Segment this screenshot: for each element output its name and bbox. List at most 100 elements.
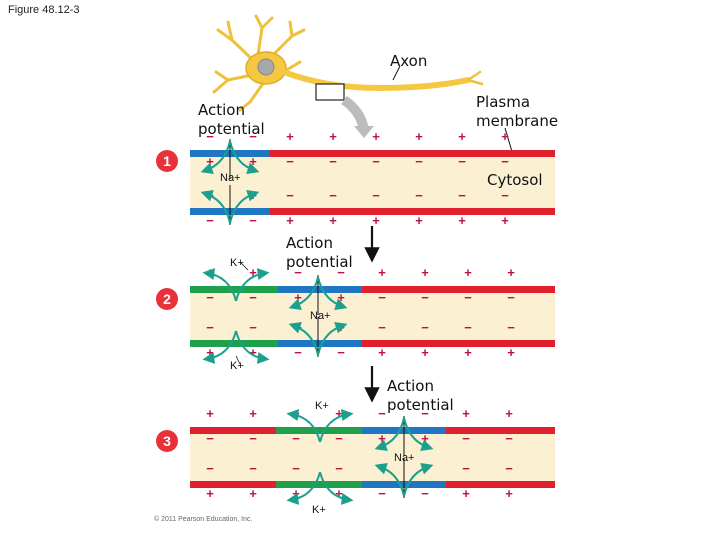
na-influx-arrow: [374, 462, 405, 497]
positive-charge: +: [378, 345, 386, 360]
k-efflux-arrow: [319, 409, 354, 443]
negative-charge: −: [206, 290, 214, 305]
negative-charge: −: [294, 345, 302, 360]
negative-charge: −: [501, 154, 509, 169]
na-influx-arrow: [200, 140, 231, 175]
positive-charge: +: [507, 345, 515, 360]
negative-charge: −: [421, 290, 429, 305]
negative-charge: −: [415, 154, 423, 169]
negative-charge: −: [458, 188, 466, 203]
negative-charge: −: [337, 345, 345, 360]
positive-charge: +: [249, 486, 257, 501]
k-efflux-arrow: [202, 330, 237, 364]
positive-charge: +: [458, 129, 466, 144]
positive-charge: +: [462, 406, 470, 421]
negative-charge: −: [294, 265, 302, 280]
negative-charge: −: [249, 290, 257, 305]
negative-charge: −: [206, 461, 214, 476]
positive-charge: +: [294, 290, 302, 305]
negative-charge: −: [337, 265, 345, 280]
positive-charge: +: [329, 129, 337, 144]
negative-charge: −: [501, 188, 509, 203]
negative-charge: −: [462, 461, 470, 476]
membrane-segment: [276, 481, 362, 488]
positive-charge: +: [421, 431, 429, 446]
positive-charge: +: [505, 486, 513, 501]
na-influx-arrow: [288, 321, 319, 356]
membrane-segment: [362, 286, 555, 293]
positive-charge: +: [206, 154, 214, 169]
positive-charge: +: [501, 129, 509, 144]
negative-charge: −: [378, 486, 386, 501]
positive-charge: +: [458, 213, 466, 228]
membrane-segment: [190, 427, 276, 434]
k-label-leader: [239, 261, 249, 271]
na-ion-label-2: Na+: [310, 310, 331, 322]
negative-charge: −: [505, 431, 513, 446]
negative-charge: −: [286, 188, 294, 203]
negative-charge: −: [206, 431, 214, 446]
k-label-leader: [235, 355, 241, 365]
negative-charge: −: [335, 461, 343, 476]
cytosol-label: Cytosol: [487, 171, 543, 189]
negative-charge: −: [249, 320, 257, 335]
negative-charge: −: [505, 461, 513, 476]
negative-charge: −: [372, 154, 380, 169]
k-ion-label-2: K+: [230, 360, 244, 372]
membrane-segment: [190, 340, 278, 347]
negative-charge: −: [464, 320, 472, 335]
na-influx-arrow: [403, 462, 434, 497]
step-badge-2: 2: [156, 288, 178, 310]
positive-charge: +: [292, 406, 300, 421]
positive-charge: +: [286, 213, 294, 228]
positive-charge: +: [505, 406, 513, 421]
positive-charge: +: [464, 345, 472, 360]
negative-charge: −: [249, 129, 257, 144]
negative-charge: −: [206, 213, 214, 228]
na-influx-arrow: [229, 189, 260, 224]
na-influx-arrow: [229, 140, 260, 175]
positive-charge: +: [421, 345, 429, 360]
negative-charge: −: [249, 431, 257, 446]
membrane-segment: [446, 427, 555, 434]
copyright-notice: © 2011 Pearson Education, Inc.: [154, 516, 253, 523]
positive-charge: +: [206, 406, 214, 421]
negative-charge: −: [421, 486, 429, 501]
k-ion-label-3: K+: [315, 400, 329, 412]
negative-charge: −: [286, 154, 294, 169]
action-potential-label-1: Action potential: [198, 101, 265, 138]
axon-label: Axon: [390, 52, 428, 70]
cytosol-band: [190, 292, 555, 340]
membrane-segment: [278, 286, 362, 293]
positive-charge: +: [249, 265, 257, 280]
negative-charge: −: [329, 188, 337, 203]
negative-charge: −: [464, 290, 472, 305]
step-badge-3: 3: [156, 430, 178, 452]
negative-charge: −: [335, 431, 343, 446]
negative-charge: −: [421, 406, 429, 421]
negative-charge: −: [421, 320, 429, 335]
negative-charge: −: [507, 320, 515, 335]
negative-charge: −: [378, 290, 386, 305]
positive-charge: +: [378, 431, 386, 446]
membrane-segment: [278, 340, 362, 347]
negative-charge: −: [329, 154, 337, 169]
k-efflux-arrow: [202, 268, 237, 302]
k-ion-label-1: K+: [230, 257, 244, 269]
na-influx-arrow: [374, 417, 405, 452]
k-efflux-arrow: [235, 268, 270, 302]
membrane-segment: [190, 286, 278, 293]
k-efflux-arrow: [235, 330, 270, 364]
k-efflux-arrow: [319, 471, 354, 505]
positive-charge: +: [415, 213, 423, 228]
positive-charge: +: [372, 129, 380, 144]
k-ion-label-4: K+: [312, 504, 326, 516]
positive-charge: +: [286, 129, 294, 144]
positive-charge: +: [501, 213, 509, 228]
membrane-segment: [190, 481, 276, 488]
membrane-segment: [270, 208, 555, 215]
action-potential-label-2: Action potential: [286, 234, 353, 271]
na-influx-arrow: [317, 276, 348, 311]
negative-charge: −: [462, 431, 470, 446]
